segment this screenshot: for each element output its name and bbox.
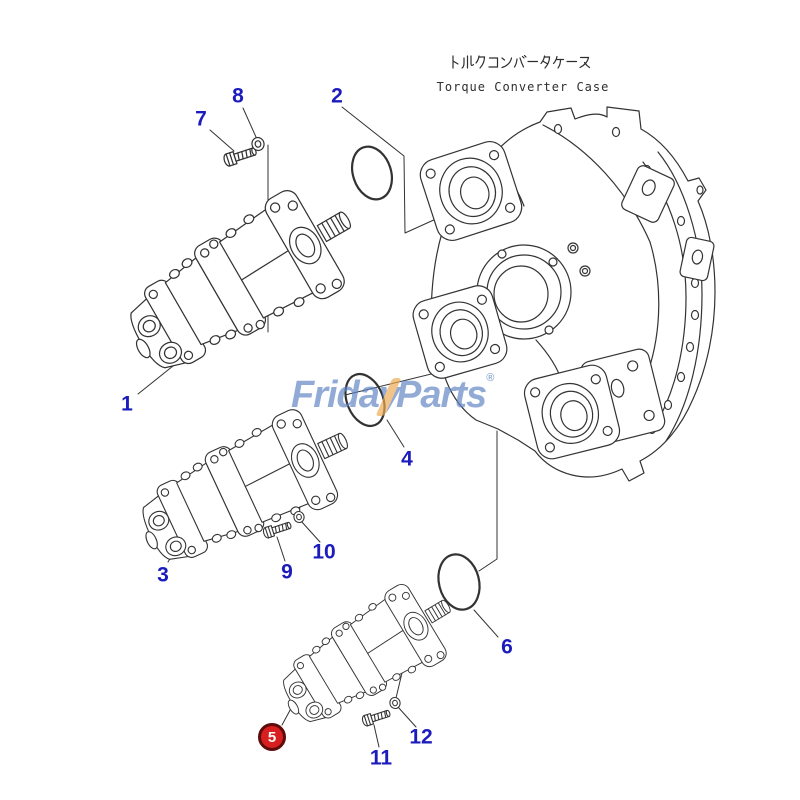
callout-11: 11 — [369, 746, 393, 770]
bolt-9 — [261, 519, 293, 540]
callout-5-highlighted: 5 — [258, 723, 286, 751]
callout-3: 3 — [157, 563, 169, 587]
callout-6: 6 — [501, 635, 513, 659]
pump-assembly-1 — [105, 169, 378, 394]
callout-9: 9 — [281, 560, 293, 584]
o-ring-4 — [344, 372, 386, 428]
watermark-fridayparts: FridayParts® — [291, 372, 494, 417]
o-ring-2 — [350, 145, 394, 201]
title-japanese: トルクコンバータケース — [448, 54, 594, 76]
watermark-brand-right: Parts — [396, 374, 487, 416]
callout-7: 7 — [195, 107, 207, 131]
title-english: Torque Converter Case — [436, 80, 610, 94]
callout-10: 10 — [312, 540, 336, 564]
washer-12 — [388, 695, 402, 711]
callout-1: 1 — [121, 392, 133, 416]
o-ring-6 — [437, 553, 481, 611]
registered-mark: ® — [486, 372, 495, 384]
bolt-7 — [221, 144, 259, 168]
title-japanese-glyphs — [452, 54, 591, 69]
callout-2: 2 — [331, 84, 343, 108]
callout-4: 4 — [401, 447, 413, 471]
callout-8: 8 — [232, 84, 244, 108]
torque-converter-case-drawing — [412, 106, 716, 482]
o-rings — [344, 145, 481, 611]
bolt-11 — [360, 707, 392, 728]
callout-12: 12 — [409, 725, 433, 749]
